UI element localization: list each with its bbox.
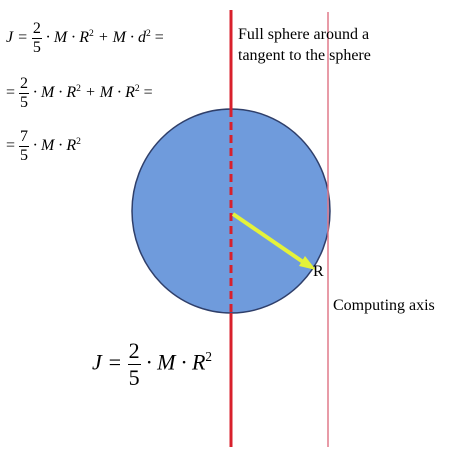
title-line-2: tangent to the sphere (238, 47, 371, 64)
radius-label: R (313, 263, 324, 280)
title-line-1: Full sphere around a (238, 26, 370, 43)
radius-arrowhead (299, 256, 316, 270)
computing-axis-label: Computing axis (333, 297, 435, 314)
radius-arrow (231, 212, 308, 266)
